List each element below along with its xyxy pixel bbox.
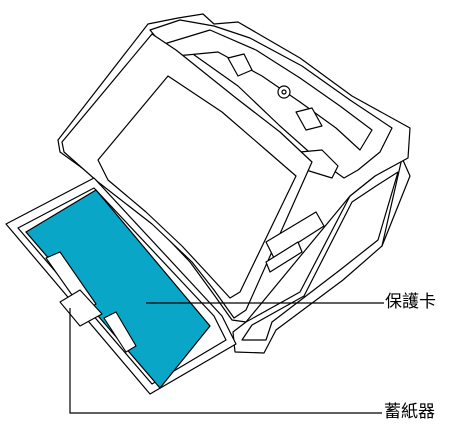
scanner-front-slot-2 (265, 241, 303, 273)
paper-tray-label: 蓄紙器 (384, 402, 435, 422)
scanner-rear-panel (149, 19, 393, 179)
scanner-knob-center (281, 89, 287, 95)
scanner-display-panel (97, 75, 297, 299)
scanner-roller-right (295, 107, 323, 131)
scanner-roller-left (227, 53, 253, 77)
scanner-side-edge (381, 157, 403, 247)
paper-tray-tab (59, 289, 103, 327)
scanner-side-inner (241, 171, 399, 341)
protective-card-label: 保護卡 (385, 292, 436, 312)
paper-tray-guide-right (103, 311, 137, 353)
scanner-feed-slot (163, 29, 373, 151)
callout-line-paper-tray (69, 308, 382, 414)
scanner-front-slot (265, 211, 325, 259)
